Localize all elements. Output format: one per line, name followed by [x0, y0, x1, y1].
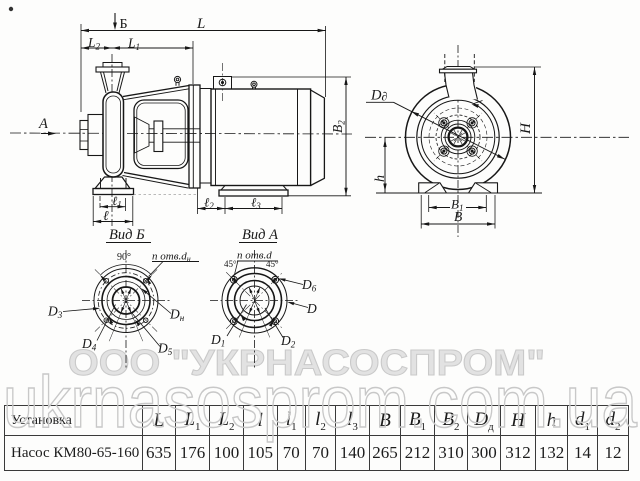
svg-text:D: D: [306, 301, 317, 316]
svg-text:Вид Б: Вид Б: [109, 227, 145, 243]
svg-text:D∂: D∂: [370, 88, 387, 104]
svg-text:ℓ: ℓ: [103, 208, 109, 223]
svg-text:D2: D2: [280, 333, 296, 350]
svg-text:45°: 45°: [266, 259, 279, 269]
svg-text:D6: D6: [301, 277, 317, 294]
svg-text:ℓ2: ℓ2: [204, 196, 214, 212]
svg-text:D3: D3: [47, 304, 63, 321]
svg-text:Dн: Dн: [169, 307, 185, 324]
svg-text:B: B: [454, 209, 462, 224]
svg-text:H: H: [518, 122, 534, 135]
svg-text:ООО "УКРНАСОСПРОМ": ООО "УКРНАСОСПРОМ": [68, 342, 545, 383]
svg-text:n отв.dн: n отв.dн: [152, 251, 191, 264]
svg-text:Вид А: Вид А: [242, 227, 278, 243]
svg-text:D1: D1: [210, 332, 225, 349]
svg-text:B2: B2: [330, 120, 347, 133]
svg-text:L1: L1: [127, 36, 140, 53]
svg-text:D4: D4: [81, 336, 97, 353]
svg-text:L: L: [196, 16, 205, 32]
svg-text:L2: L2: [87, 35, 101, 52]
svg-text:ℓ1: ℓ1: [112, 194, 122, 210]
svg-text:Б: Б: [120, 17, 128, 32]
svg-text:ℓ3: ℓ3: [251, 196, 261, 212]
svg-text:A: A: [38, 116, 48, 132]
svg-text:90°: 90°: [117, 252, 131, 263]
svg-text:45°: 45°: [224, 259, 237, 269]
svg-text:n отв.d: n отв.d: [237, 250, 272, 262]
svg-text:h: h: [373, 175, 388, 182]
